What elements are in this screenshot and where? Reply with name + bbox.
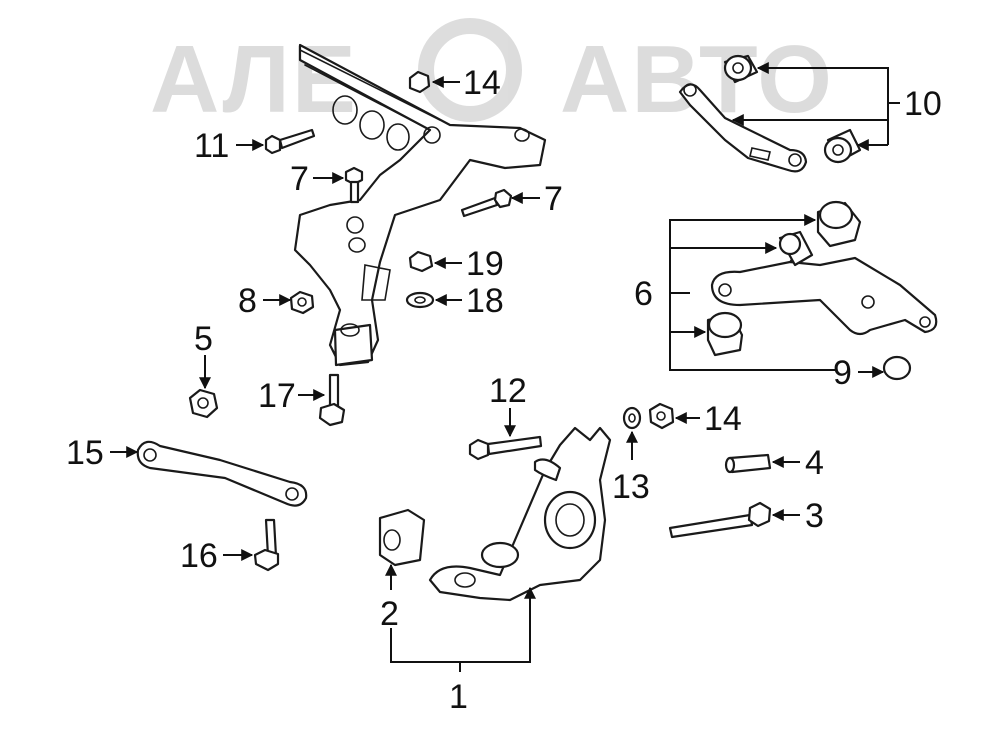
bolt-17 bbox=[318, 373, 346, 427]
bolt-12 bbox=[468, 435, 543, 461]
callout-5: 5 bbox=[194, 320, 213, 358]
rear-subframe bbox=[293, 43, 547, 367]
washer-13 bbox=[622, 406, 642, 430]
callout-14-right: 14 bbox=[704, 400, 742, 438]
bushing-6-middle bbox=[778, 230, 814, 267]
lateral-link-15 bbox=[136, 440, 308, 507]
bolt-7-right bbox=[460, 188, 513, 218]
callout-4: 4 bbox=[805, 444, 824, 482]
bolt-11 bbox=[264, 128, 316, 155]
nut-14-top bbox=[408, 70, 431, 94]
callout-8: 8 bbox=[238, 282, 257, 320]
nut-19 bbox=[408, 250, 434, 273]
callout-9: 9 bbox=[833, 354, 852, 392]
bushing-6-top bbox=[816, 200, 862, 248]
callout-7-right: 7 bbox=[544, 180, 563, 218]
callout-16: 16 bbox=[180, 537, 218, 575]
steering-knuckle bbox=[428, 426, 612, 602]
cap-9 bbox=[882, 355, 912, 381]
lower-control-arm bbox=[710, 244, 938, 336]
callout-13: 13 bbox=[612, 468, 650, 506]
svg-text:АЛЕ: АЛЕ bbox=[150, 26, 358, 133]
callout-12: 12 bbox=[489, 372, 527, 410]
bushing-6-bottom bbox=[706, 311, 744, 357]
callout-10: 10 bbox=[904, 85, 942, 123]
leader-lines bbox=[110, 62, 900, 672]
callout-19: 19 bbox=[466, 245, 504, 283]
bushing-10-lower bbox=[823, 128, 862, 164]
washer-18 bbox=[405, 291, 435, 309]
nut-5 bbox=[188, 388, 219, 419]
bushing-10-upper bbox=[723, 54, 759, 84]
nut-8 bbox=[289, 290, 315, 315]
nut-14-right bbox=[648, 402, 675, 430]
callout-7-left: 7 bbox=[290, 160, 309, 198]
callout-18: 18 bbox=[466, 282, 504, 320]
callout-2: 2 bbox=[380, 595, 399, 633]
sleeve-4 bbox=[724, 453, 772, 474]
callout-3: 3 bbox=[805, 497, 824, 535]
upper-control-arm bbox=[678, 83, 808, 173]
watermark-logo: АЛЕ АВТО bbox=[150, 18, 834, 133]
bolt-7-left bbox=[344, 166, 364, 204]
callout-1: 1 bbox=[449, 678, 468, 716]
callout-6: 6 bbox=[634, 275, 653, 313]
bolt-3 bbox=[668, 501, 772, 539]
callout-14-top: 14 bbox=[463, 64, 501, 102]
callout-15: 15 bbox=[66, 434, 104, 472]
callout-11: 11 bbox=[194, 127, 229, 165]
callout-17: 17 bbox=[258, 377, 296, 415]
bushing-2 bbox=[378, 508, 426, 567]
bolt-16 bbox=[253, 518, 280, 572]
svg-text:АВТО: АВТО bbox=[560, 26, 834, 133]
